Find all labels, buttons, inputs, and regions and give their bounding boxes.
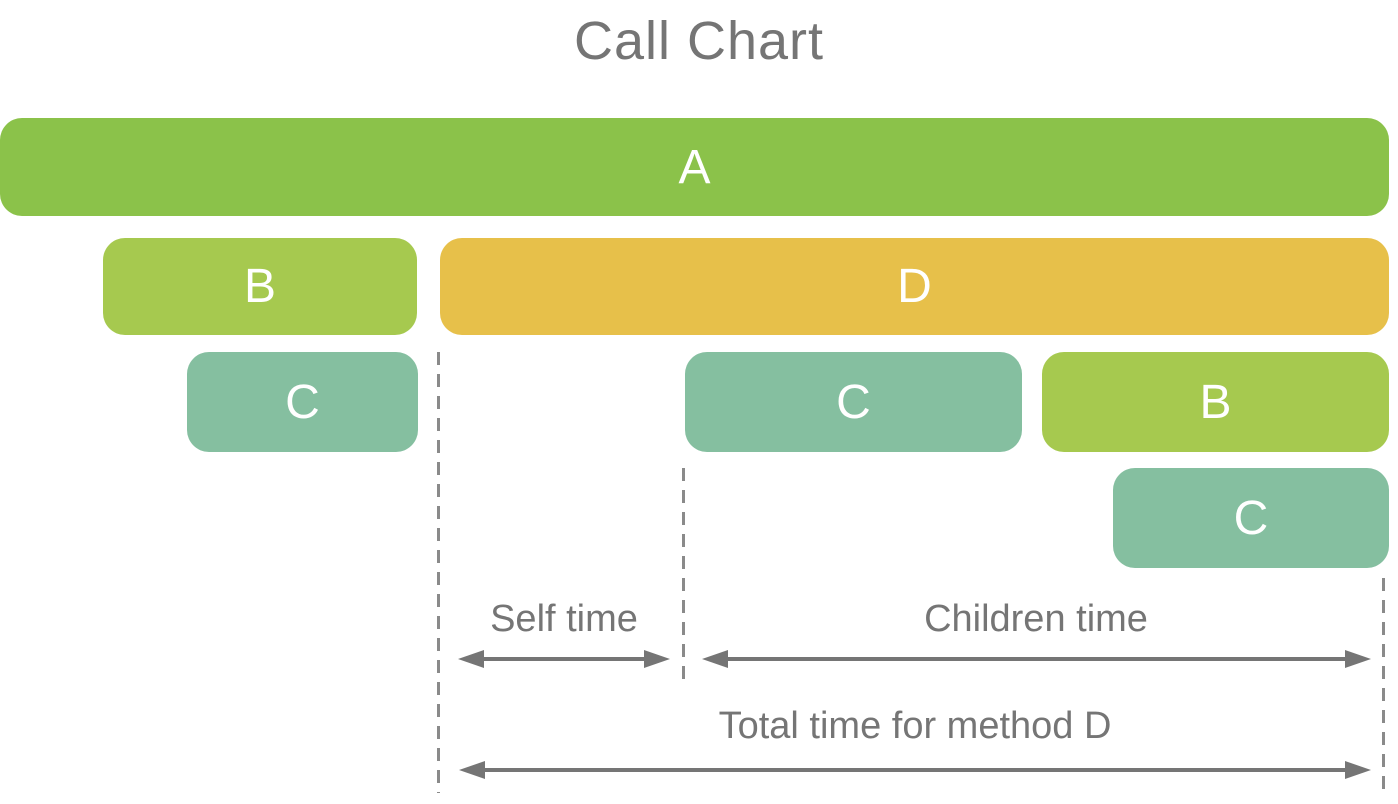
arrow-line [479,768,1351,772]
call-bar-label: B [1199,375,1232,429]
call-bar-label: C [836,375,871,429]
diagram-title: Call Chart [573,11,825,71]
call-bar-A: A [0,118,1389,216]
arrowhead-left-icon [458,650,484,668]
arrowhead-left-icon [459,761,485,779]
self-time-label: Self time [490,598,638,640]
guide-d-start [437,352,440,793]
arrowhead-right-icon [1345,650,1371,668]
call-bar-B-under-D: B [1042,352,1389,452]
total-time-arrow [459,761,1371,779]
call-bar-label: B [243,260,276,313]
call-bar-D-under-A: D [440,238,1389,335]
total-time-label: Total time for method D [718,705,1112,747]
arrowhead-right-icon [1345,761,1371,779]
call-bar-label: C [1233,491,1269,545]
children-time-arrow [702,650,1371,668]
guide-d-end [1382,578,1385,793]
children-time-label: Children time [924,598,1148,640]
arrow-line [722,657,1351,661]
call-bar-label: A [678,140,711,194]
call-bar-label: C [285,375,320,429]
arrowhead-right-icon [644,650,670,668]
arrow-line [478,657,650,661]
call-bar-C-under-B: C [187,352,418,452]
call-bar-label: D [897,260,932,313]
arrowhead-left-icon [702,650,728,668]
call-bar-C-under-B2: C [1113,468,1389,568]
guide-self-end [682,468,685,684]
call-bar-C-under-D: C [685,352,1022,452]
call-bar-B-under-A: B [103,238,417,335]
self-time-arrow [458,650,670,668]
